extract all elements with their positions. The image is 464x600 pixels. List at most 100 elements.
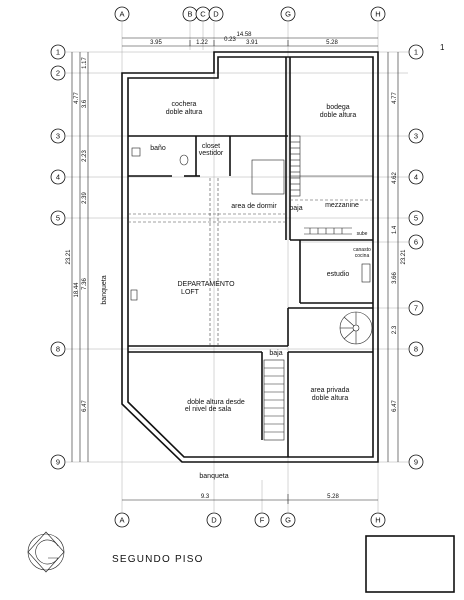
stair-top	[289, 135, 301, 197]
dashed-beams	[128, 178, 373, 346]
column-axis-label: D	[211, 516, 217, 525]
column-axis-label: G	[285, 516, 291, 525]
dim-left-part: 1.17	[82, 57, 88, 69]
room-label-bodega-sub: doble altura	[320, 112, 357, 119]
room-label-banqueta-bottom: banqueta	[199, 473, 228, 480]
kitchen-sink-icon	[130, 289, 138, 301]
dim-bottom-seg: 5.28	[327, 494, 339, 500]
room-label-loft-sub: LOFT	[181, 289, 200, 296]
dim-right-part: 6.47	[392, 400, 398, 412]
column-axis-label: A	[119, 516, 124, 525]
dim-top-seg: 5.28	[326, 40, 338, 46]
room-label-area-privada-sub: doble altura	[312, 395, 349, 402]
dim-right-part: 4.62	[392, 172, 398, 184]
row-axis-label: 1	[56, 48, 60, 57]
architect-logo-icon	[27, 531, 65, 573]
row-axis-label: 7	[414, 304, 418, 313]
dim-left-mid: 18.44	[74, 282, 80, 298]
column-axis-label: A	[119, 10, 124, 19]
room-label-cochera-sub: doble altura	[166, 109, 203, 116]
column-axis-bottom-H: H	[370, 512, 386, 528]
dimension-chain-left: 23.21 18.44 1.17 4.77 3.6 2.23 2.39 7.36…	[66, 52, 89, 462]
row-axis-label: 5	[56, 214, 60, 223]
sheet-number: 1	[440, 43, 445, 52]
column-axis-label: H	[375, 10, 380, 19]
bed-icon	[251, 159, 285, 195]
column-axis-label: G	[285, 10, 291, 19]
row-axis-label: 3	[56, 132, 60, 141]
stair-bottom	[263, 359, 285, 441]
room-label-canasto: canasto	[353, 247, 371, 253]
column-axis-B: B	[182, 6, 198, 22]
dimension-chain-right: 23.21 4.77 4.62 1.4 3.66 2.3 6.47	[387, 52, 407, 462]
dim-bottom-seg: 9.3	[201, 494, 210, 500]
row-axis-label: 5	[414, 214, 418, 223]
column-axis-bottom-A: A	[114, 512, 130, 528]
dim-left-part: 2.39	[82, 192, 88, 204]
row-axis-label: 8	[414, 345, 418, 354]
dim-top-total: 14.58	[236, 32, 252, 38]
room-label-area-privada: area privada	[311, 387, 350, 394]
dim-left-outer: 23.21	[66, 249, 72, 265]
row-axes-left: 1 2 3 4 5 8 9	[50, 44, 66, 470]
building-walls	[121, 51, 379, 463]
room-label-area-dormir: area de dormir	[231, 203, 277, 210]
dim-right-part: 4.77	[392, 92, 398, 104]
dim-top-seg: 3.91	[246, 40, 258, 46]
column-axis-bottom-D: D	[206, 512, 222, 528]
row-axes-right: 1 3 4 5 6 7 8 9	[408, 44, 424, 470]
dim-left-part: 2.23	[82, 150, 88, 162]
row-axis-label: 2	[56, 69, 60, 78]
room-label-sube: sube	[357, 231, 368, 237]
dim-left-part: 6.47	[82, 400, 88, 412]
column-axis-G: G	[280, 6, 296, 22]
row-axis-label: 3	[414, 132, 418, 141]
column-axis-bottom-F: F	[254, 512, 270, 528]
room-label-canasto-sub: cocina	[355, 253, 370, 259]
row-axis-label: 9	[56, 458, 60, 467]
row-axis-label: 8	[56, 345, 60, 354]
room-label-banqueta-side: banqueta	[101, 275, 108, 304]
room-label-mezzanine: mezzanine	[325, 202, 359, 209]
dim-right-part: 1.4	[392, 225, 398, 234]
room-label-estudio: estudio	[327, 271, 350, 278]
column-axis-label: F	[260, 516, 265, 525]
row-axis-label: 9	[414, 458, 418, 467]
row-axis-label: 6	[414, 238, 418, 247]
dimension-chain-bottom: 9.3 5.28	[122, 494, 378, 504]
dim-right-part: 3.66	[392, 272, 398, 284]
sink-icon	[131, 147, 141, 157]
dim-left-part: 4.77	[74, 92, 80, 104]
study-desk-icon	[361, 263, 371, 283]
column-axis-label: B	[187, 10, 192, 19]
column-axis-label: C	[200, 10, 206, 19]
dim-top-small: 0.23	[224, 37, 236, 43]
toilet-icon	[179, 154, 189, 166]
dim-right-outer: 23.21	[401, 249, 407, 265]
column-axis-C: C	[195, 6, 211, 22]
stair-sube	[304, 227, 352, 235]
row-axis-label: 4	[414, 173, 418, 182]
grid-lines	[66, 22, 408, 512]
room-label-bano: baño	[150, 145, 166, 152]
dimension-chain-top: 14.58 0.23 3.95 1.22 3.91 5.28	[122, 32, 378, 47]
column-axis-label: D	[213, 10, 219, 19]
title-block-box	[365, 535, 455, 593]
column-axis-D: D	[208, 6, 224, 22]
column-axis-H: H	[370, 6, 386, 22]
room-label-loft: DEPARTAMENTO	[177, 281, 235, 288]
room-label-cochera: cochera	[172, 101, 197, 108]
column-axis-label: H	[375, 516, 380, 525]
spiral-stair-icon	[339, 311, 373, 345]
room-label-doble-altura: doble altura desde	[187, 399, 245, 406]
room-label-doble-altura-sub: el nivel de sala	[185, 406, 231, 413]
room-label-closet-sub: vestidor	[199, 150, 224, 157]
dim-right-part: 2.3	[392, 325, 398, 334]
room-label-baja-top: baja	[289, 205, 302, 212]
dim-top-seg: 1.22	[196, 40, 208, 46]
dim-top-seg: 3.95	[150, 40, 162, 46]
dim-left-part: 7.36	[82, 278, 88, 290]
room-label-closet: closet	[202, 143, 220, 150]
dim-left-part: 3.6	[82, 99, 88, 108]
